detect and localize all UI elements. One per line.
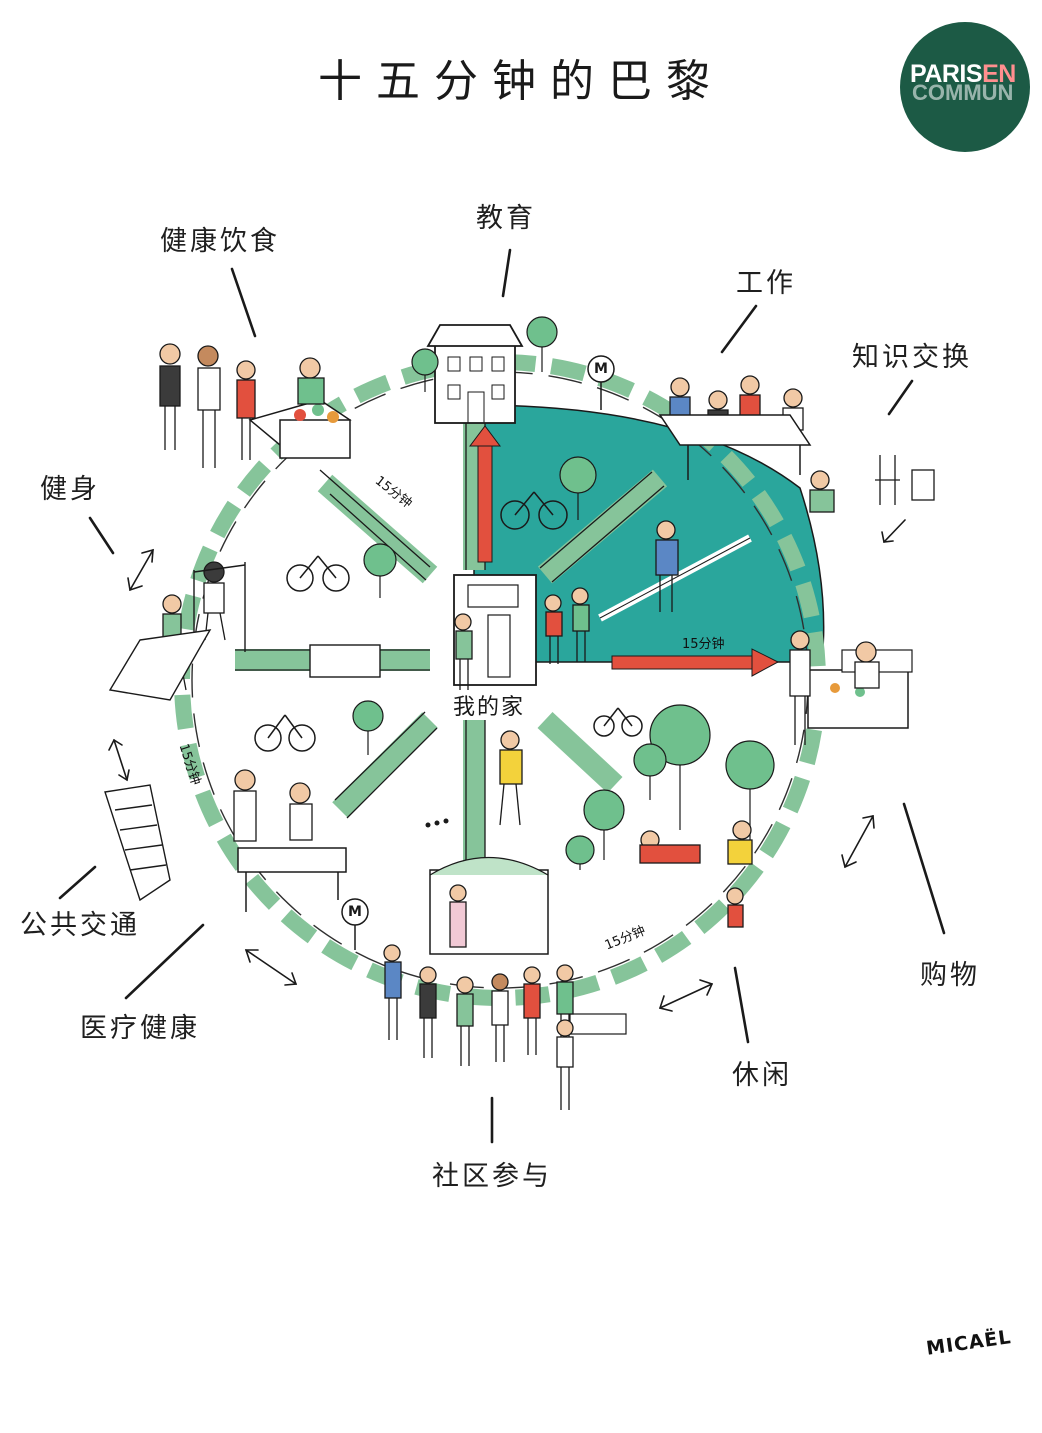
medical-scene: [237, 847, 347, 912]
label-community: 社区参与: [432, 1161, 552, 1192]
school-building: [426, 324, 524, 424]
transit-stairs: [104, 784, 171, 902]
duration-label-2: 15分钟: [682, 637, 725, 652]
label-education: 教育: [476, 203, 536, 234]
page-title: 十五分钟的巴黎: [318, 56, 724, 107]
label-shopping: 购物: [920, 960, 980, 991]
fitness-equipment: [108, 562, 381, 701]
metro-sign-bottom: [341, 898, 369, 950]
label-public-transport: 公共交通: [20, 910, 140, 941]
label-leisure: 休闲: [732, 1060, 792, 1091]
double-arrows: [108, 519, 906, 1012]
furniture: [875, 455, 935, 505]
leader-lines: [58, 248, 946, 1144]
spoke-roads: [235, 410, 668, 880]
label-work: 工作: [736, 268, 796, 299]
market-stall: [248, 399, 352, 459]
logo-text-commun: COMMUN: [912, 80, 1014, 105]
logo-text-paris: PARIS: [910, 60, 983, 88]
fifteen-minute-arrows: [469, 425, 780, 677]
metro-sign-top-label: M: [594, 361, 608, 377]
metro-sign-bottom-label: M: [348, 904, 362, 920]
home-building: [453, 574, 537, 686]
trees: [352, 316, 775, 870]
label-medical: 医疗健康: [80, 1013, 200, 1044]
metro-sign-top: [587, 355, 615, 410]
people-figures: [155, 343, 880, 1110]
ellipsis-dots: [425, 818, 449, 828]
paris-en-commun-logo: PARISEN COMMUN: [900, 22, 1030, 152]
label-knowledge-exchange: 知识交换: [852, 342, 972, 373]
logo-text-en: EN: [982, 60, 1016, 88]
home-label: 我的家: [449, 695, 530, 721]
work-table: [658, 414, 812, 480]
label-fitness: 健身: [40, 474, 100, 505]
bicycles: [254, 491, 643, 752]
label-healthy-food: 健康饮食: [160, 226, 280, 257]
